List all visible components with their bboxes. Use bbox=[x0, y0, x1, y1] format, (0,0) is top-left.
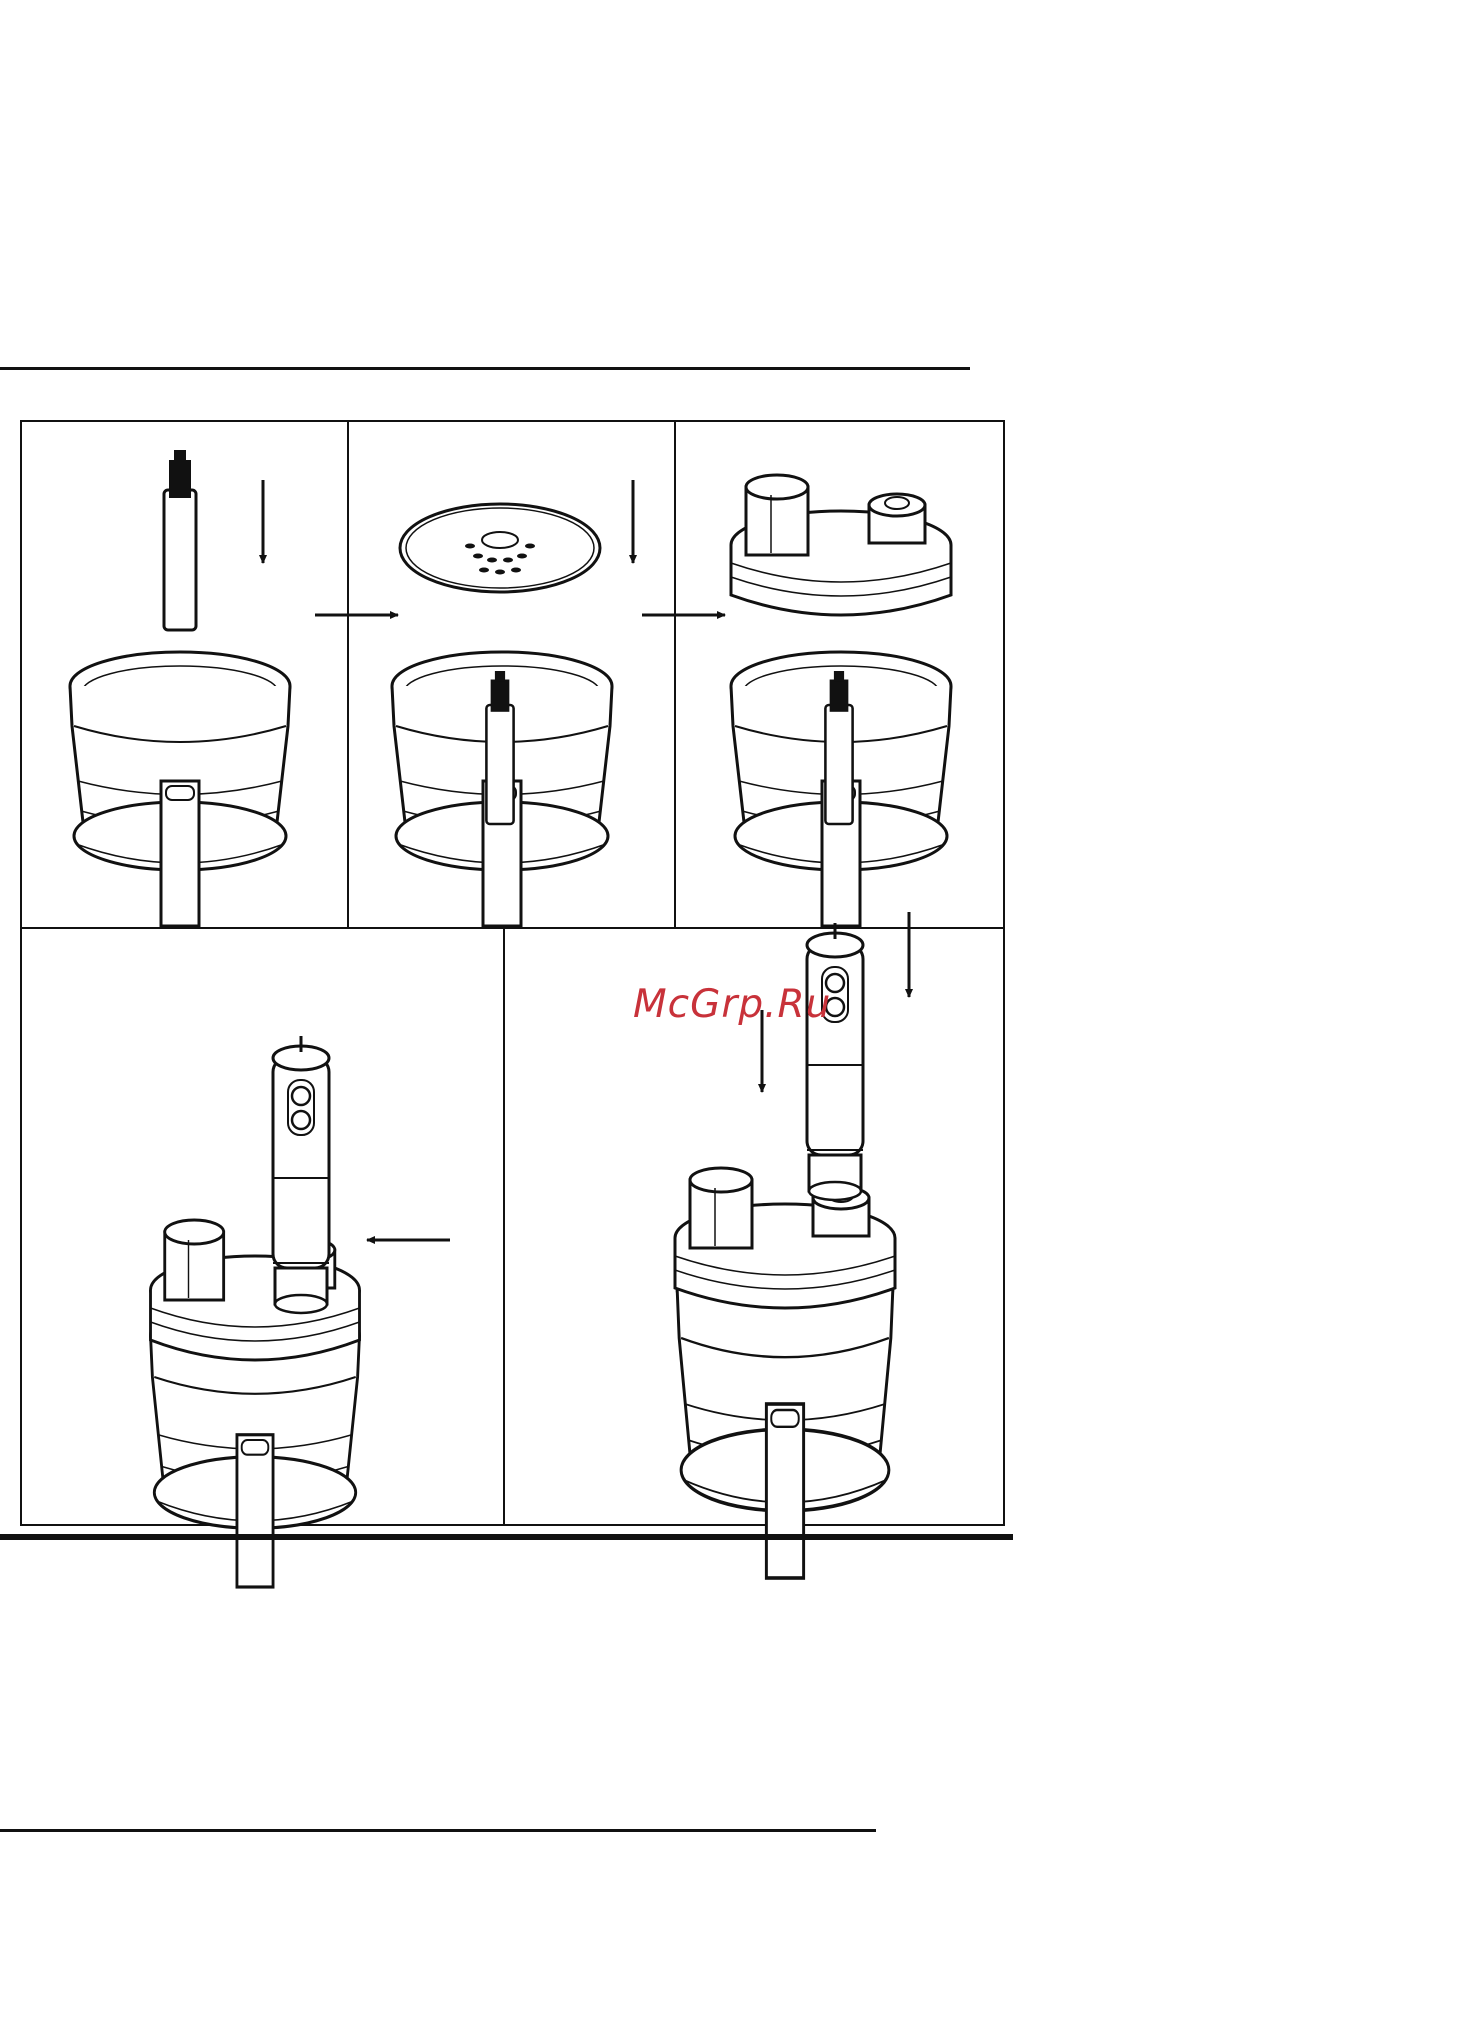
motor-unit bbox=[273, 1036, 329, 1313]
slicing-disc bbox=[400, 504, 600, 592]
step-4-panel bbox=[151, 1036, 451, 1587]
bowl-lid bbox=[731, 475, 951, 615]
figure-bottom-rule bbox=[0, 1534, 1013, 1540]
chopper-bowl bbox=[70, 652, 290, 926]
step-3-panel bbox=[731, 475, 951, 926]
spindle-part bbox=[164, 450, 196, 630]
motor-unit bbox=[807, 923, 863, 1200]
bottom-horizontal-rule bbox=[0, 1829, 876, 1832]
watermark-text: McGrp.Ru bbox=[633, 982, 831, 1027]
